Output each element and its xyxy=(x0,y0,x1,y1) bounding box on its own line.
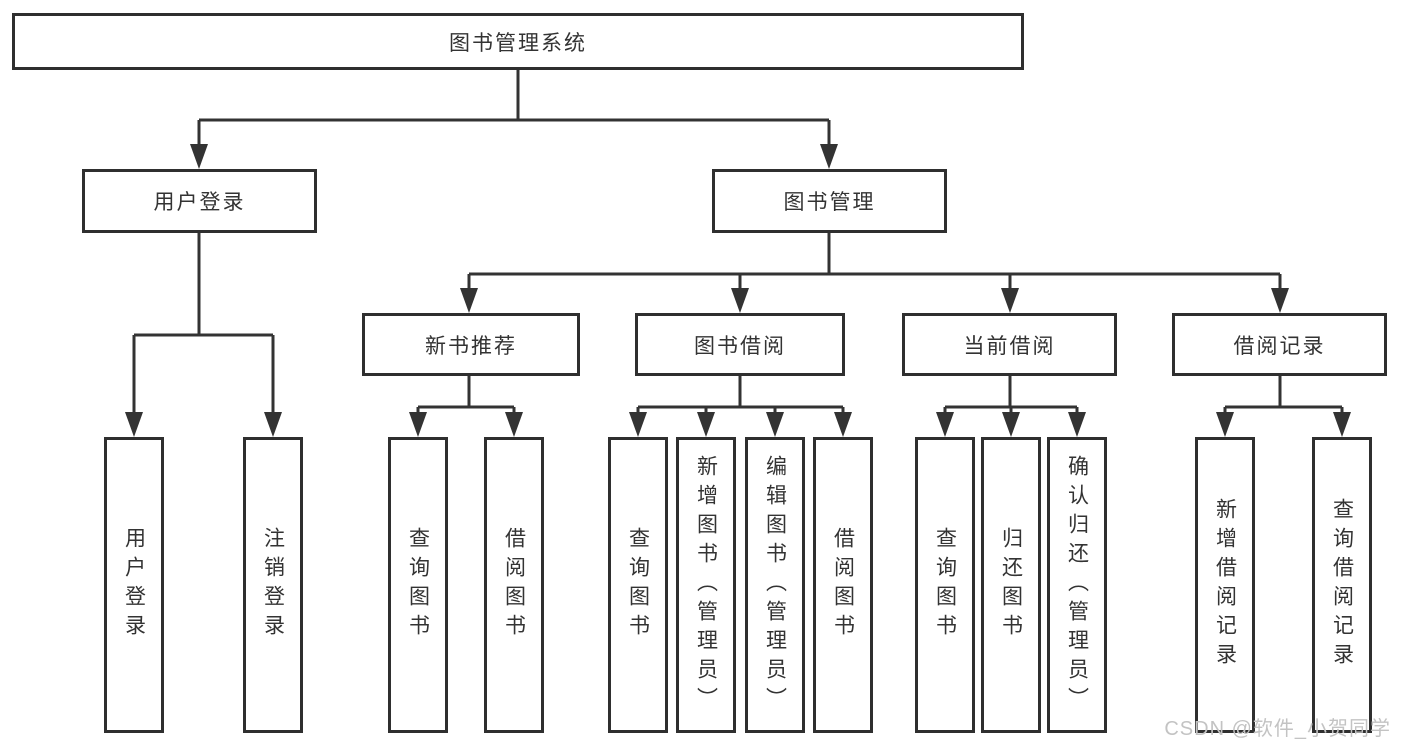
leaf-current-return-books-label: 归还图书 xyxy=(999,527,1023,643)
connector-strokes xyxy=(132,70,1344,418)
leaf-current-confirm-return-admin: 确认归还（管理员） xyxy=(1047,437,1107,733)
node-library-management-system: 图书管理系统 xyxy=(12,13,1024,70)
leaf-record-add-borrow-record: 新增借阅记录 xyxy=(1195,437,1255,733)
leaf-borrow-query-books: 查询图书 xyxy=(608,437,668,733)
node-book-borrow: 图书借阅 xyxy=(635,313,845,376)
leaf-recommend-borrow-books: 借阅图书 xyxy=(484,437,544,733)
node-user-login: 用户登录 xyxy=(82,169,317,233)
leaf-borrow-borrow-books: 借阅图书 xyxy=(813,437,873,733)
leaf-record-query-borrow-record: 查询借阅记录 xyxy=(1312,437,1372,733)
node-new-book-recommend: 新书推荐 xyxy=(362,313,580,376)
node-library-management-system-label: 图书管理系统 xyxy=(449,31,587,55)
leaf-borrow-edit-books-admin-label: 编辑图书（管理员） xyxy=(763,454,787,716)
leaf-user-login: 用户登录 xyxy=(104,437,164,733)
leaf-current-return-books: 归还图书 xyxy=(981,437,1041,733)
leaf-borrow-add-books-admin: 新增图书（管理员） xyxy=(676,437,736,733)
node-borrow-record: 借阅记录 xyxy=(1172,313,1387,376)
leaf-current-query-books-label: 查询图书 xyxy=(933,527,957,643)
node-borrow-record-label: 借阅记录 xyxy=(1233,334,1326,358)
leaf-current-confirm-return-admin-label: 确认归还（管理员） xyxy=(1065,454,1089,716)
leaf-logout: 注销登录 xyxy=(243,437,303,733)
leaf-record-query-borrow-record-label: 查询借阅记录 xyxy=(1330,498,1354,672)
node-new-book-recommend-label: 新书推荐 xyxy=(425,334,517,358)
node-book-management: 图书管理 xyxy=(712,169,947,233)
leaf-logout-label: 注销登录 xyxy=(261,527,285,643)
node-current-borrow: 当前借阅 xyxy=(902,313,1117,376)
csdn-watermark: CSDN @软件_小贺同学 xyxy=(1164,718,1391,740)
leaf-user-login-label: 用户登录 xyxy=(122,527,146,643)
node-book-borrow-label: 图书借阅 xyxy=(694,334,786,358)
leaf-recommend-query-books-label: 查询图书 xyxy=(406,527,430,643)
leaf-record-add-borrow-record-label: 新增借阅记录 xyxy=(1213,498,1237,672)
leaf-borrow-edit-books-admin: 编辑图书（管理员） xyxy=(745,437,805,733)
arrowhead-icons xyxy=(125,144,1351,437)
node-current-borrow-label: 当前借阅 xyxy=(963,334,1056,358)
leaf-borrow-add-books-admin-label: 新增图书（管理员） xyxy=(694,454,718,716)
node-user-login-label: 用户登录 xyxy=(153,191,246,214)
leaf-recommend-query-books: 查询图书 xyxy=(388,437,448,733)
node-book-management-label: 图书管理 xyxy=(783,191,876,214)
leaf-borrow-query-books-label: 查询图书 xyxy=(626,527,650,643)
leaf-recommend-borrow-books-label: 借阅图书 xyxy=(502,527,526,643)
leaf-current-query-books: 查询图书 xyxy=(915,437,975,733)
leaf-borrow-borrow-books-label: 借阅图书 xyxy=(831,527,855,643)
